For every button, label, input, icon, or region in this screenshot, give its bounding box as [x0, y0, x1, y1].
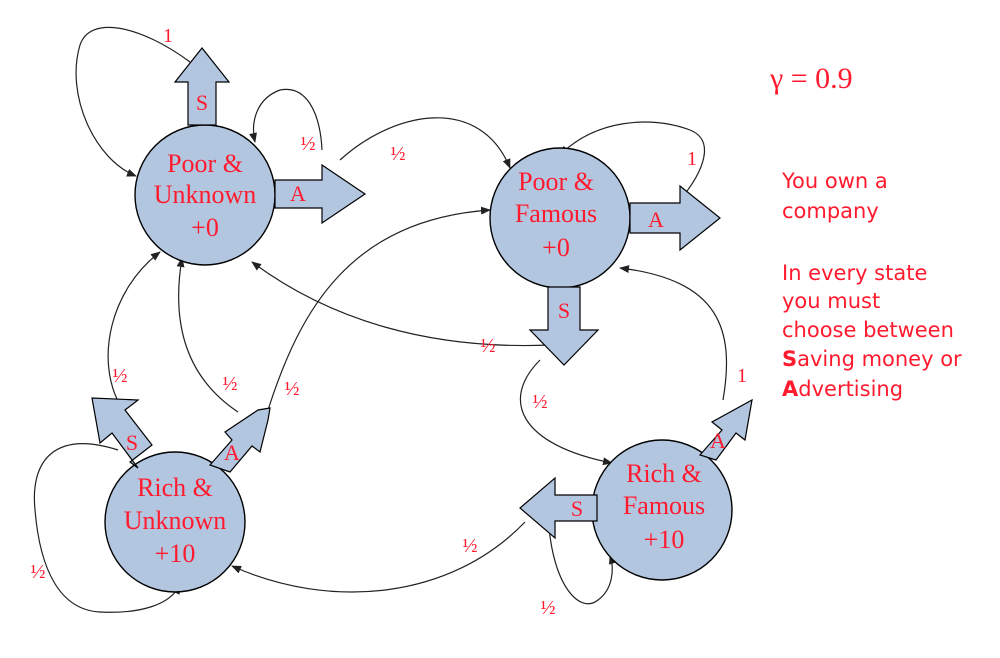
- state-rich-unknown: Rich & Unknown +10: [104, 451, 246, 593]
- action-arrow-ru-save: S: [91, 397, 153, 469]
- edge-pf-save-rf: [519, 359, 613, 466]
- action-arrow-pf-advertise: A: [629, 184, 721, 252]
- state-rich-famous: Rich & Famous +10: [591, 439, 733, 581]
- prob-rf-save-self: ½: [541, 597, 556, 619]
- action-arrow-rf-save: S: [519, 476, 598, 540]
- discount-factor: γ = 0.9: [769, 62, 853, 95]
- prob-rf-advertise-pf: 1: [737, 365, 747, 387]
- action-arrow-pu-save: S: [173, 47, 231, 126]
- edge-pu-save-self: [75, 26, 191, 177]
- prob-pu-save-self: 1: [163, 25, 173, 47]
- note-line: In every state: [782, 261, 927, 285]
- edge-pu-advertise-pf: [339, 117, 511, 169]
- state-label: Rich &: [137, 473, 213, 502]
- prob-pu-advertise-self: ½: [301, 133, 316, 155]
- action-arrow-pu-advertise: A: [274, 163, 367, 225]
- state-label: Unknown: [154, 180, 257, 209]
- action-label: A: [224, 440, 240, 465]
- note-emphasis: A: [782, 377, 799, 401]
- edge-pf-save-pu: [251, 261, 551, 347]
- prob-pf-advertise-self: 1: [687, 148, 697, 170]
- prob-ru-advertise-pf: ½: [285, 378, 300, 400]
- state-reward: +10: [644, 525, 685, 554]
- prob-pf-save-pu: ½: [481, 335, 496, 357]
- edge-rf-advertise-pf: [619, 265, 728, 401]
- prob-pu-advertise-pf: ½: [391, 143, 406, 165]
- transition-edges: [33, 26, 728, 613]
- action-label: A: [710, 428, 726, 453]
- state-reward: +10: [155, 539, 196, 568]
- prob-rf-save-ru: ½: [463, 535, 478, 557]
- edge-ru-advertise-pf: [267, 206, 491, 411]
- prob-pf-save-rf: ½: [533, 391, 548, 413]
- action-label: S: [196, 90, 208, 115]
- note-line: Advertising: [782, 377, 903, 401]
- edge-rf-save-ru: [231, 521, 526, 593]
- prob-ru-save-pu: ½: [113, 365, 128, 387]
- action-label: A: [290, 181, 306, 206]
- note-line: company: [782, 199, 879, 223]
- state-label: Famous: [515, 199, 597, 228]
- note-line: You own a: [781, 169, 888, 193]
- state-label: Poor &: [167, 149, 243, 178]
- state-label: Famous: [623, 491, 705, 520]
- action-label: S: [571, 496, 583, 521]
- note-text: dvertising: [798, 377, 903, 401]
- state-reward: +0: [542, 233, 570, 262]
- edge-pf-advertise-self: [559, 121, 706, 201]
- note-text: aving money or: [797, 347, 962, 371]
- state-label: Rich &: [626, 459, 702, 488]
- state-poor-unknown: Poor & Unknown +0: [134, 124, 276, 266]
- probability-labels: 1 ½ ½ 1 ½ ½ ½ ½ ½ ½ 1 ½ ½: [31, 25, 748, 619]
- state-label: Poor &: [518, 167, 594, 196]
- action-arrow-rf-advertise: A: [698, 398, 753, 461]
- edge-pu-advertise-self: [249, 88, 323, 151]
- state-reward: +0: [191, 213, 219, 242]
- prob-ru-save-self: ½: [31, 561, 46, 583]
- action-label: S: [126, 430, 138, 455]
- state-label: Unknown: [124, 506, 227, 535]
- edge-ru-advertise-pu: [176, 257, 239, 413]
- note-line: choose between: [782, 318, 954, 342]
- edge-ru-save-self: [33, 443, 181, 613]
- action-label: S: [558, 298, 570, 323]
- problem-note: You own a company In every state you mus…: [781, 169, 962, 401]
- action-arrow-pf-save: S: [528, 286, 600, 366]
- action-label: A: [648, 207, 664, 232]
- action-arrow-ru-advertise: A: [208, 407, 271, 473]
- prob-ru-advertise-pu: ½: [223, 373, 238, 395]
- state-poor-famous: Poor & Famous +0: [489, 147, 631, 289]
- edge-rf-save-self: [547, 509, 617, 605]
- note-emphasis: S: [782, 347, 797, 371]
- note-line: you must: [782, 289, 880, 313]
- edge-ru-save-pu: [107, 251, 161, 406]
- note-line: Saving money or: [782, 347, 962, 371]
